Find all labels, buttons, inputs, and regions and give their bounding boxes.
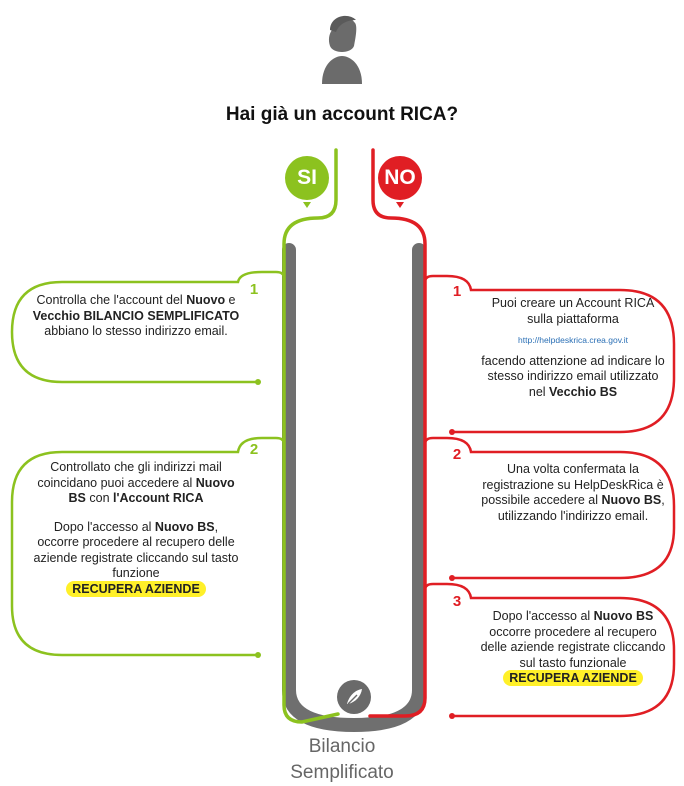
no-arrow-icon [396,202,404,208]
no-step-2-text: Una volta confermata la registrazione su… [481,462,665,523]
no-path [368,148,427,718]
no-step-2-number: 2 [452,446,462,463]
grey-track [282,243,426,733]
no-step-3-bracket [423,582,676,718]
no-step-3-text: Dopo l'accesso al Nuovo BS occorre proce… [480,609,666,686]
bilancio-leaf-logo-icon [337,680,371,714]
footer-line-2: Semplificato [290,762,394,783]
recupera-aziende-highlight: RECUPERA AZIENDE [66,580,206,597]
no-badge: NO [378,156,422,200]
no-step-2-bracket [423,436,676,580]
no-step-1-number: 1 [452,283,462,300]
yes-step-2-number: 2 [249,441,259,458]
yes-path [282,148,340,724]
yes-badge: SI [285,156,329,200]
footer-line-1: Bilancio [308,736,376,757]
yes-step-1-bracket [10,270,286,384]
no-step-3-number: 3 [452,593,462,610]
recupera-aziende-highlight-2: RECUPERA AZIENDE [503,670,643,686]
yes-step-1-number: 1 [249,281,259,298]
question-heading: Hai già un account RICA? [225,104,459,125]
yes-step-2-text: Controllato che gli indirizzi mail coinc… [33,460,239,597]
no-step-1-bracket [423,274,676,434]
yes-step-2-bracket [10,436,286,657]
no-step-1-text: Puoi creare un Account RICA sulla piatta… [478,296,668,400]
yes-step-1-text: Controlla che l'account del Nuovo e Vecc… [32,293,240,338]
helpdesk-link[interactable]: http://helpdeskrica.crea.gov.it [518,335,628,345]
user-avatar-icon [322,15,362,84]
yes-arrow-icon [303,202,311,208]
